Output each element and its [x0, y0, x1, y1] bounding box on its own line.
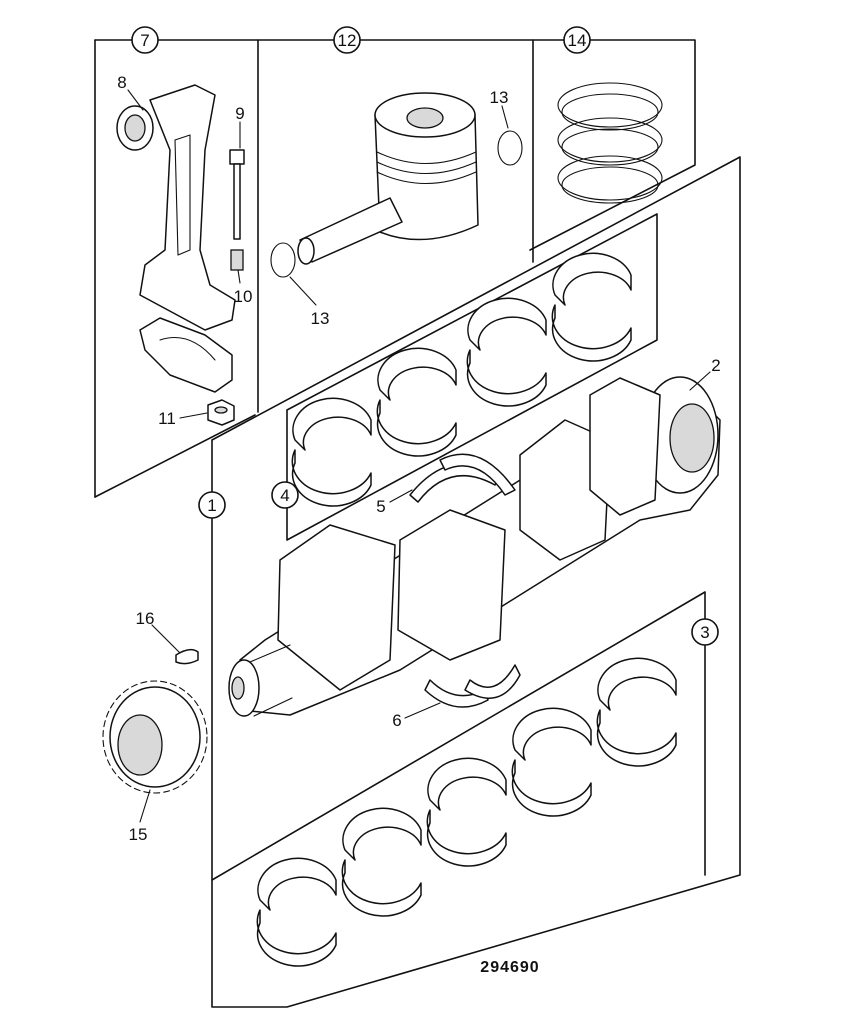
rod-nut	[207, 399, 235, 426]
svg-text:1: 1	[207, 496, 216, 515]
callout-14: 14	[563, 26, 591, 54]
drawing-number: 294690	[480, 959, 539, 976]
label-11: 11	[158, 409, 176, 428]
piston	[297, 92, 479, 265]
label-8: 8	[117, 73, 126, 92]
label-15: 15	[129, 825, 148, 844]
label-13-right: 13	[490, 88, 509, 107]
lower-bearings-panel-frame	[211, 591, 706, 881]
piston-rings	[557, 82, 663, 204]
bearing-shells-upper-back	[291, 252, 632, 507]
bearing-shells-lower	[256, 657, 677, 967]
svg-text:14: 14	[568, 31, 587, 50]
crankshaft	[228, 376, 721, 717]
svg-text:3: 3	[700, 623, 709, 642]
label-10: 10	[234, 287, 253, 306]
label-5: 5	[376, 497, 385, 516]
label-13-left: 13	[311, 309, 330, 328]
label-6: 6	[392, 711, 401, 730]
svg-text:4: 4	[280, 486, 289, 505]
label-16: 16	[136, 609, 155, 628]
crankshaft-gear	[102, 680, 208, 794]
connecting-rod	[116, 84, 236, 393]
svg-text:12: 12	[338, 31, 357, 50]
connecting-rod-piston-panel	[94, 39, 696, 498]
rod-bolt	[229, 149, 245, 271]
woodruff-key	[175, 648, 199, 665]
leader-lines	[127, 89, 711, 823]
callout-3: 3	[691, 618, 719, 646]
svg-text:7: 7	[140, 31, 149, 50]
crankshaft-panel-frame	[211, 156, 741, 1008]
callout-1: 1	[198, 491, 226, 519]
callout-7: 7	[131, 26, 159, 54]
thrust-washers	[409, 453, 521, 708]
callout-4: 4	[271, 481, 299, 509]
label-2: 2	[711, 356, 720, 375]
label-9: 9	[235, 104, 244, 123]
callout-12: 12	[333, 26, 361, 54]
circlips	[270, 130, 523, 278]
